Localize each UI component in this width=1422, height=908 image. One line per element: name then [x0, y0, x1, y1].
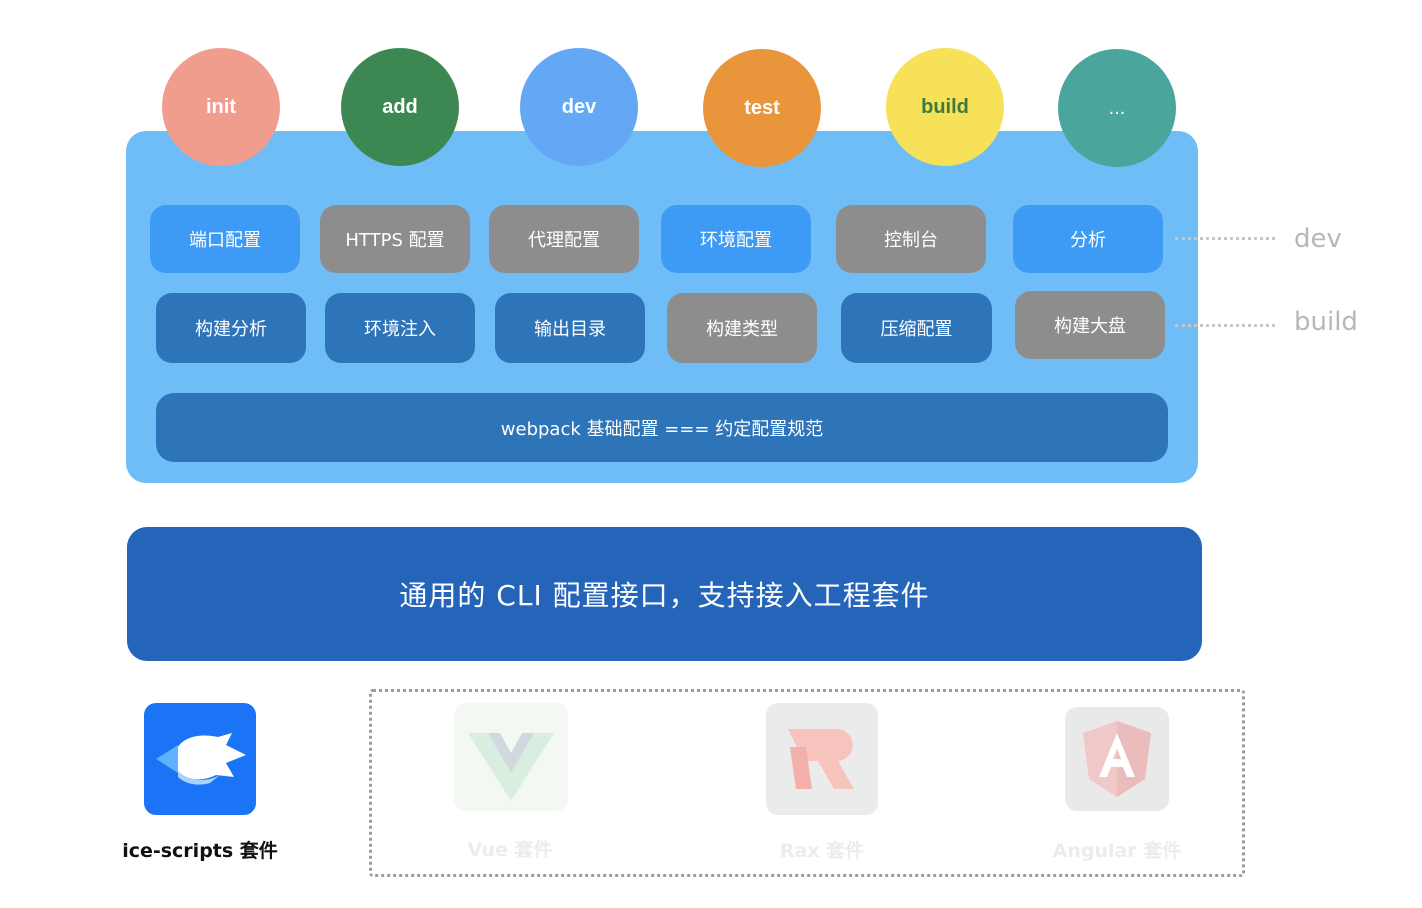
command-label: build [921, 95, 969, 118]
rax-logo[interactable] [766, 703, 878, 815]
dev-env-config[interactable]: 环境配置 [661, 205, 811, 273]
build-dashboard[interactable]: 构建大盘 [1015, 291, 1165, 359]
cli-interface-label: 通用的 CLI 配置接口，支持接入工程套件 [399, 579, 930, 612]
build-leader-line [1175, 324, 1275, 327]
command-add[interactable]: add [341, 48, 459, 166]
rax-icon [788, 729, 854, 789]
pill-label: 构建类型 [706, 319, 778, 340]
ice-logo-icon [156, 733, 246, 785]
pill-label: 控制台 [884, 230, 938, 251]
angular-logo[interactable] [1065, 707, 1169, 811]
command-test[interactable]: test [703, 49, 821, 167]
vue-logo[interactable] [454, 703, 568, 811]
command-more[interactable]: ... [1058, 49, 1176, 167]
rax-kit-label: Rax 套件 [779, 840, 865, 862]
command-label: dev [561, 95, 597, 118]
dev-port-config[interactable]: 端口配置 [150, 205, 300, 273]
pill-label: 分析 [1070, 230, 1106, 251]
command-label: test [744, 96, 780, 119]
dev-https-config[interactable]: HTTPS 配置 [320, 205, 470, 273]
dev-row-label: dev [1294, 224, 1342, 254]
pill-label: 输出目录 [534, 319, 606, 340]
pill-label: 压缩配置 [880, 319, 953, 340]
pill-label: HTTPS 配置 [345, 230, 445, 251]
dev-proxy-config[interactable]: 代理配置 [489, 205, 639, 273]
dev-leader-line [1175, 237, 1275, 240]
build-type[interactable]: 构建类型 [667, 293, 817, 363]
pill-label: 端口配置 [189, 230, 261, 251]
command-label: init [206, 95, 236, 118]
cli-interface-bar: 通用的 CLI 配置接口，支持接入工程套件 [127, 527, 1202, 661]
pill-label: 环境注入 [364, 319, 436, 340]
pill-label: 构建大盘 [1054, 316, 1126, 337]
pill-label: 代理配置 [528, 230, 600, 251]
command-label: add [382, 95, 418, 118]
command-build[interactable]: build [886, 48, 1004, 166]
ice-scripts-kit-label: ice-scripts 套件 [122, 840, 278, 862]
angular-icon [1083, 721, 1151, 797]
build-output-dir[interactable]: 输出目录 [495, 293, 645, 363]
build-minify-config[interactable]: 压缩配置 [841, 293, 992, 363]
dev-analysis[interactable]: 分析 [1013, 205, 1163, 273]
command-label: ... [1108, 96, 1126, 119]
vue-kit-label: Vue 套件 [467, 839, 553, 861]
command-init[interactable]: init [162, 48, 280, 166]
vue-icon [468, 733, 554, 801]
build-analysis[interactable]: 构建分析 [156, 293, 306, 363]
dev-console[interactable]: 控制台 [836, 205, 986, 273]
kits-dotted-box [369, 689, 1245, 877]
pill-label: 环境配置 [700, 230, 772, 251]
build-row-label: build [1294, 307, 1358, 337]
ice-scripts-logo[interactable] [144, 703, 256, 815]
pill-label: 构建分析 [195, 319, 267, 340]
command-dev[interactable]: dev [520, 48, 638, 166]
webpack-base-config: webpack 基础配置 === 约定配置规范 [156, 393, 1168, 462]
angular-kit-label: Angular 套件 [1052, 840, 1182, 862]
base-config-label: webpack 基础配置 === 约定配置规范 [500, 418, 824, 440]
build-env-inject[interactable]: 环境注入 [325, 293, 475, 363]
